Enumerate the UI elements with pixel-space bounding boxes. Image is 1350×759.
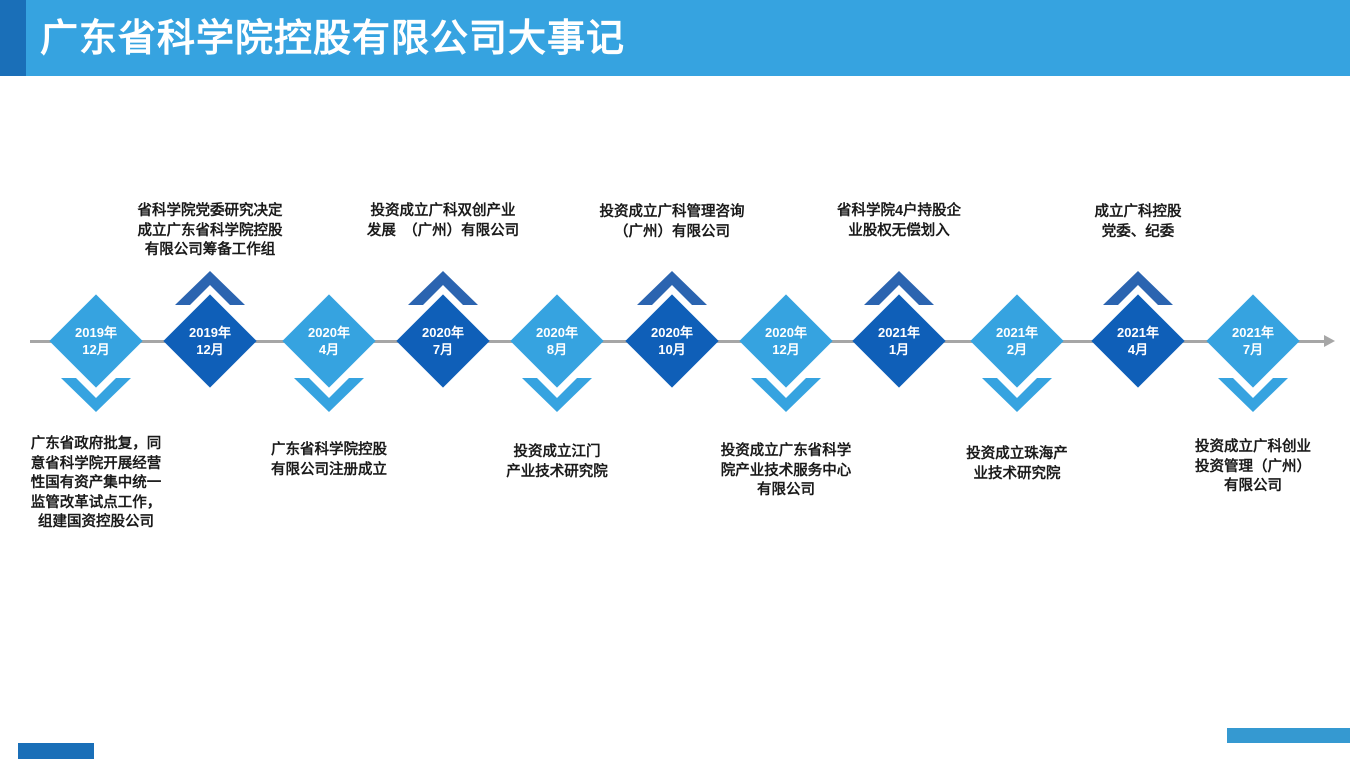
milestone-event-text: 省科学院4户持股企 业股权无偿划入 [836, 203, 962, 239]
milestone-event-text: 投资成立广科创业 投资管理（广州） 有限公司 [1195, 439, 1311, 494]
milestone-7: 2020年 12月 [738, 293, 834, 389]
milestone-month: 10月 [658, 342, 686, 357]
milestone-4: 2020年 7月 [395, 293, 491, 389]
header-accent-bar [0, 0, 26, 76]
milestone-date: 2021年 1月 [851, 293, 947, 389]
milestone-month: 7月 [1242, 342, 1264, 357]
page-title: 广东省科学院控股有限公司大事记 [40, 16, 626, 60]
milestone-month: 2月 [1006, 342, 1028, 357]
milestone-1: 2019年 12月 [48, 293, 144, 389]
milestone-9: 2021年 2月 [969, 293, 1065, 389]
chevron-up-icon [637, 271, 707, 305]
milestone-event-text: 投资成立广科管理咨询 （广州）有限公司 [599, 204, 745, 240]
milestone-year: 2020年 [308, 325, 350, 340]
milestone-3: 2020年 4月 [281, 293, 377, 389]
milestone-month: 7月 [432, 342, 454, 357]
milestone-event-text: 投资成立广科双创产业 发展 （广州）有限公司 [366, 203, 520, 239]
header-bar [26, 0, 1350, 76]
milestone-date: 2020年 12月 [738, 293, 834, 389]
footer-accent-left [18, 743, 94, 759]
milestone-10: 2021年 4月 [1090, 293, 1186, 389]
chevron-up-icon [408, 271, 478, 305]
milestone-event-text: 省科学院党委研究决定 成立广东省科学院控股 有限公司筹备工作组 [137, 203, 283, 258]
chevron-down-icon [61, 378, 131, 412]
milestone-year: 2020年 [422, 325, 464, 340]
milestone-date: 2021年 2月 [969, 293, 1065, 389]
timeline-arrow-icon [1324, 335, 1335, 347]
milestone-month: 4月 [318, 342, 340, 357]
chevron-down-icon [751, 378, 821, 412]
chevron-down-icon [294, 378, 364, 412]
milestone-month: 8月 [546, 342, 568, 357]
milestone-year: 2019年 [189, 325, 231, 340]
milestone-date: 2019年 12月 [48, 293, 144, 389]
milestone-date: 2020年 8月 [509, 293, 605, 389]
milestone-date: 2020年 4月 [281, 293, 377, 389]
milestone-year: 2020年 [536, 325, 578, 340]
milestone-year: 2021年 [996, 325, 1038, 340]
milestone-event-text: 投资成立广东省科学 院产业技术服务中心 有限公司 [720, 443, 852, 498]
milestone-month: 4月 [1127, 342, 1149, 357]
milestone-event-text: 成立广科控股 党委、纪委 [1094, 204, 1182, 240]
milestone-year: 2021年 [1232, 325, 1274, 340]
chevron-up-icon [175, 271, 245, 305]
milestone-2: 2019年 12月 [162, 293, 258, 389]
milestone-month: 12月 [772, 342, 800, 357]
milestone-year: 2021年 [1117, 325, 1159, 340]
chevron-up-icon [1103, 271, 1173, 305]
chevron-down-icon [522, 378, 592, 412]
milestone-date: 2020年 7月 [395, 293, 491, 389]
milestone-event-text: 投资成立江门 产业技术研究院 [506, 444, 608, 480]
milestone-date: 2021年 4月 [1090, 293, 1186, 389]
chevron-down-icon [1218, 378, 1288, 412]
milestone-5: 2020年 8月 [509, 293, 605, 389]
milestone-month: 12月 [196, 342, 224, 357]
milestone-6: 2020年 10月 [624, 293, 720, 389]
milestone-year: 2019年 [75, 325, 117, 340]
milestone-year: 2021年 [878, 325, 920, 340]
chevron-up-icon [864, 271, 934, 305]
milestone-month: 1月 [888, 342, 910, 357]
milestone-event-text: 投资成立珠海产 业技术研究院 [966, 446, 1068, 482]
milestone-year: 2020年 [765, 325, 807, 340]
footer-accent-right [1227, 728, 1350, 743]
milestone-8: 2021年 1月 [851, 293, 947, 389]
milestone-event-text: 广东省政府批复，同 意省科学院开展经营 性国有资产集中统一 监管改革试点工作， … [30, 436, 162, 530]
milestone-month: 12月 [82, 342, 110, 357]
milestone-date: 2019年 12月 [162, 293, 258, 389]
chevron-down-icon [982, 378, 1052, 412]
milestone-date: 2021年 7月 [1205, 293, 1301, 389]
milestone-11: 2021年 7月 [1205, 293, 1301, 389]
milestone-event-text: 广东省科学院控股 有限公司注册成立 [271, 442, 387, 478]
milestone-year: 2020年 [651, 325, 693, 340]
milestone-date: 2020年 10月 [624, 293, 720, 389]
